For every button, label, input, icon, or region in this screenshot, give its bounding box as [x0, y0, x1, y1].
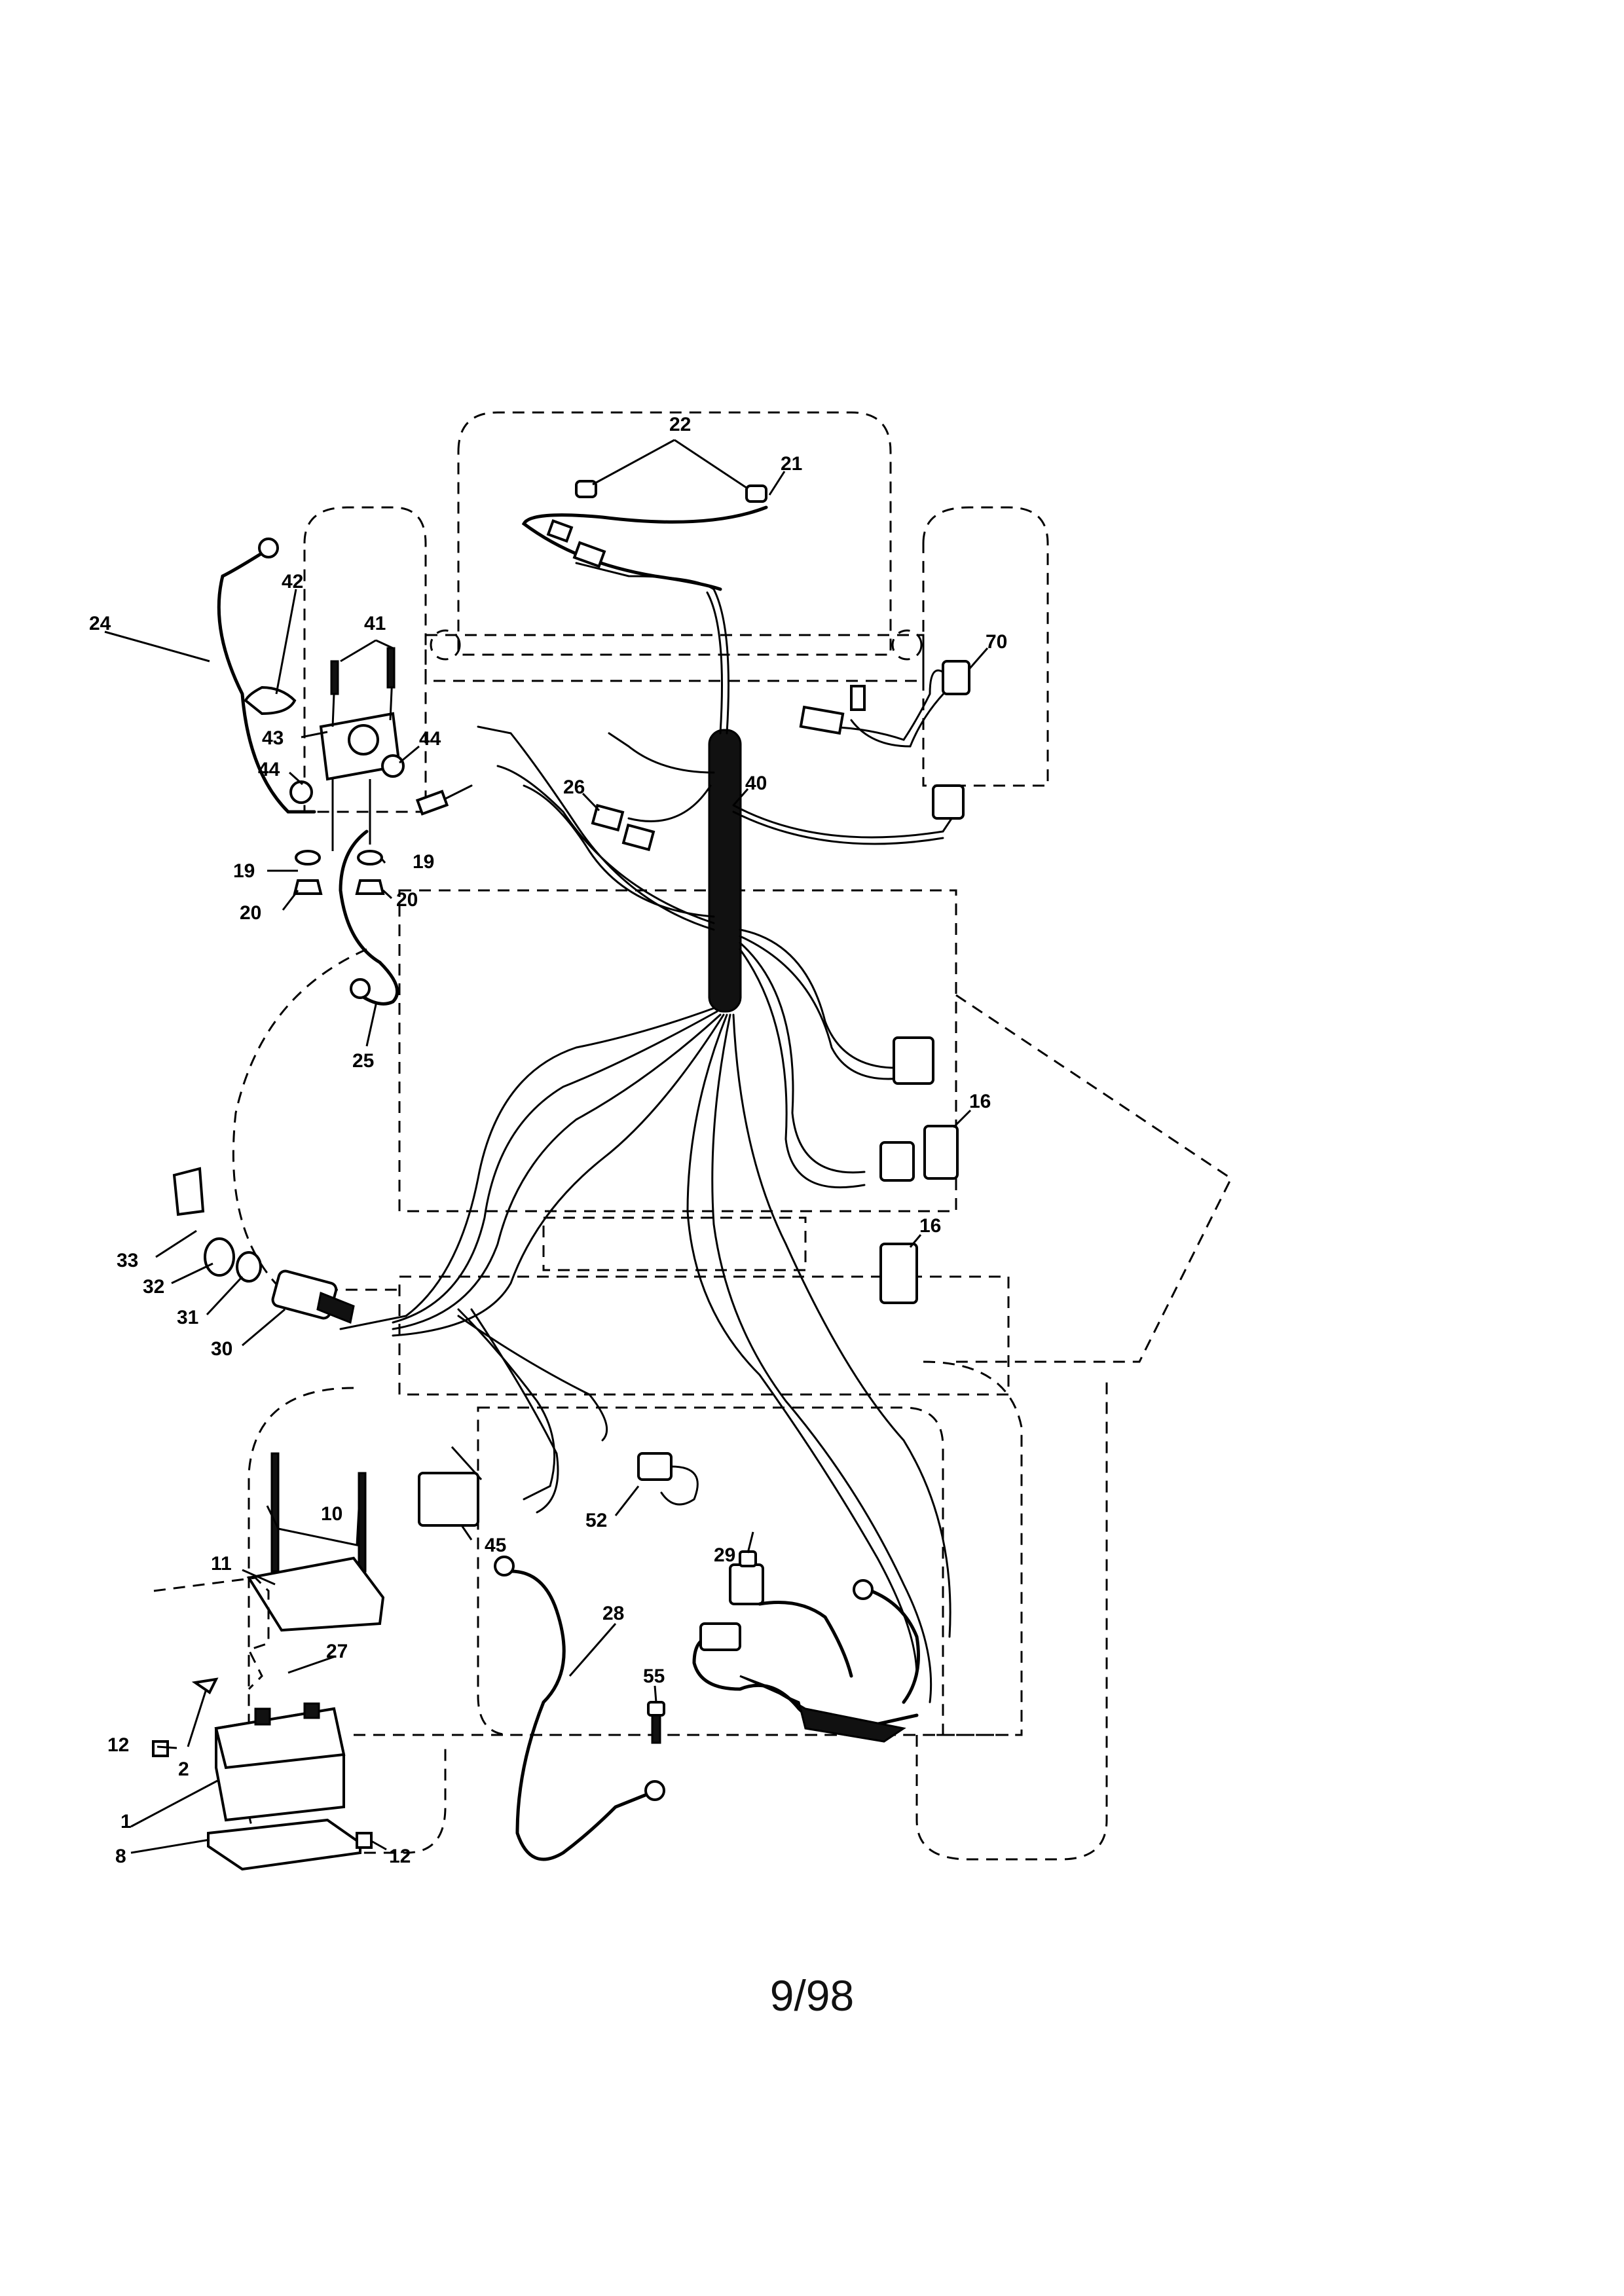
callout-40: 40 [745, 773, 767, 794]
callout-44-left: 44 [258, 759, 280, 780]
connector [893, 1036, 934, 1085]
callout-20-right: 20 [396, 889, 418, 911]
fuse-block [418, 1472, 479, 1527]
battery-tray [207, 1818, 361, 1871]
harness-coil [708, 729, 742, 1013]
seat-switch-harness [799, 647, 989, 820]
callout-42: 42 [282, 571, 303, 592]
callout-21: 21 [781, 453, 802, 475]
ring-terminal [853, 1579, 874, 1600]
callout-30: 30 [211, 1338, 232, 1360]
connector [546, 519, 574, 543]
page-code: 9/98 [769, 1971, 855, 2020]
solenoid-assembly [104, 538, 473, 1047]
headlight-bulb-left [575, 480, 597, 498]
callout-22: 22 [669, 414, 691, 435]
plunger-55 [647, 1685, 665, 1744]
connector [637, 1452, 673, 1481]
nut-20-right [355, 879, 385, 895]
ring-terminal [258, 538, 279, 558]
connector-16-lower [879, 1243, 918, 1304]
battery-top [214, 1707, 346, 1770]
washer-44-left [289, 780, 313, 804]
callout-25: 25 [352, 1050, 374, 1072]
key [172, 1167, 205, 1216]
ring-terminal [644, 1780, 665, 1801]
connector [591, 803, 625, 832]
connector [572, 541, 606, 568]
switch-plunger [739, 1550, 757, 1567]
connector-26 [581, 788, 749, 852]
washer-44-right [381, 754, 405, 778]
ring-terminal [494, 1556, 515, 1576]
callout-28: 28 [602, 1603, 624, 1624]
connector [621, 823, 655, 852]
ground-cable-28 [494, 1556, 665, 1861]
fuse-block-45 [418, 1446, 483, 1540]
seat-switch [942, 660, 970, 695]
solenoid-cap [348, 724, 379, 756]
connector [932, 784, 965, 820]
safety-switch-29 [729, 1531, 920, 1704]
callout-45: 45 [485, 1535, 506, 1556]
callout-26: 26 [563, 776, 585, 798]
callout-labels: 22 21 70 40 26 24 42 41 43 44 44 19 19 2… [89, 414, 1007, 1867]
callout-16-lower: 16 [919, 1215, 941, 1237]
lockwasher-19-right [357, 850, 383, 866]
fuse-holder [415, 790, 449, 816]
callout-31: 31 [177, 1307, 198, 1328]
callout-43: 43 [262, 727, 284, 749]
terminal-bolt [191, 1677, 219, 1694]
nut-20-left [293, 879, 323, 895]
callout-12-left: 12 [107, 1734, 129, 1756]
connector [799, 705, 845, 735]
connector [699, 1622, 741, 1651]
callout-41: 41 [364, 613, 386, 634]
nut-12-left [152, 1740, 169, 1757]
plunger-head [647, 1701, 665, 1717]
ignition-nut [236, 1251, 262, 1283]
callout-1: 1 [120, 1811, 132, 1832]
callout-8: 8 [115, 1846, 126, 1867]
headlight-harness [521, 439, 786, 591]
callout-55: 55 [643, 1666, 665, 1687]
callout-2: 2 [178, 1758, 189, 1780]
boot-cover [244, 685, 297, 716]
callout-70: 70 [986, 631, 1007, 653]
callout-10: 10 [321, 1503, 342, 1525]
ignition-bezel [204, 1237, 235, 1277]
battery-assembly [130, 1452, 387, 1871]
callout-44-right: 44 [419, 728, 441, 750]
headlight-bulb-right [745, 484, 767, 503]
ignition-switch-assembly [155, 1167, 355, 1347]
switch-body [729, 1563, 764, 1605]
nut-12-right [356, 1832, 373, 1849]
connector-16-upper [923, 1125, 959, 1180]
connector [879, 1141, 915, 1182]
callout-19-right: 19 [413, 851, 434, 873]
callout-33: 33 [117, 1250, 138, 1271]
callout-27: 27 [326, 1641, 348, 1662]
lockwasher-19-left [295, 850, 321, 866]
callout-12-right: 12 [389, 1846, 411, 1867]
connectors-16 [879, 1036, 972, 1304]
harness-coil-lower [692, 1622, 919, 1743]
callout-32: 32 [143, 1276, 164, 1298]
callout-24: 24 [89, 613, 111, 634]
callout-20-left: 20 [240, 902, 261, 924]
battery-hold-down [246, 1556, 385, 1632]
connector [850, 685, 866, 711]
connector-52 [614, 1452, 699, 1516]
callout-29: 29 [714, 1544, 735, 1566]
callout-19-left: 19 [233, 860, 255, 882]
callout-16-upper: 16 [969, 1091, 991, 1112]
callout-11: 11 [211, 1553, 232, 1575]
callout-52: 52 [585, 1510, 607, 1531]
ring-terminal [350, 978, 371, 999]
main-harness [339, 562, 957, 1704]
